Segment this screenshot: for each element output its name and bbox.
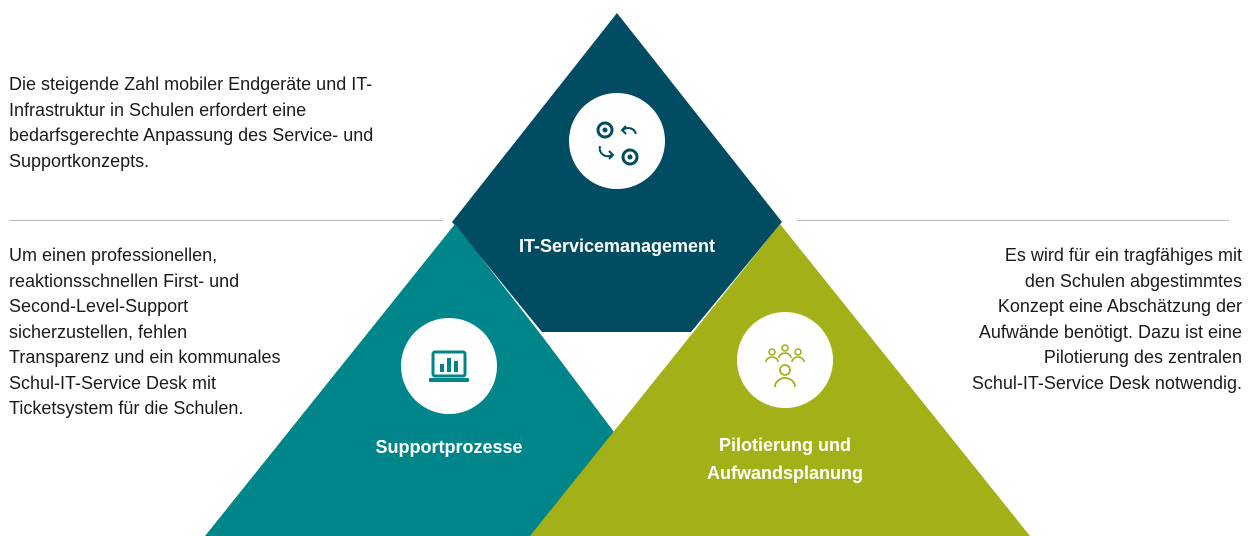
support-text-line: Transparenz und ein kommunales xyxy=(9,347,281,367)
divider-left xyxy=(9,220,443,221)
pilot-text-line: Konzept eine Abschätzung der xyxy=(997,296,1242,316)
people-group-icon xyxy=(737,312,833,408)
laptop-chart-icon xyxy=(401,318,497,414)
intro-text: Die steigende Zahl mobiler Endgeräte und… xyxy=(9,72,373,174)
divider-right xyxy=(797,220,1229,221)
pilot-text-line: Schul-IT-Service Desk notwendig. xyxy=(971,372,1242,393)
support-text-line: Um einen professionellen, xyxy=(9,245,218,265)
pilot-text-line: Es wird für ein tragfähiges mit xyxy=(1004,245,1242,265)
pilot-text-line: Pilotierung des zentralen xyxy=(1043,347,1242,367)
support-text-line: sicherzustellen, fehlen xyxy=(9,321,188,342)
support-text-line: Ticketsystem für die Schulen. xyxy=(9,398,244,418)
support-text-line: Second-Level-Support xyxy=(9,296,189,316)
intro-text-line: Infrastruktur in Schulen erfordert eine xyxy=(9,99,307,120)
support-text: Um einen professionellen, reaktionsschne… xyxy=(9,243,280,422)
intro-text-line: Supportkonzepts. xyxy=(9,150,150,171)
label-it-servicemanagement: IT-Servicemanagement xyxy=(519,236,715,256)
pilot-text-line: den Schulen abgestimmtes xyxy=(1024,270,1242,291)
intro-text-line: Die steigende Zahl mobiler Endgeräte und… xyxy=(9,74,373,94)
pilot-text-line: Aufwände benötigt. Dazu ist eine xyxy=(978,321,1242,342)
support-text-line: Schul-IT-Service Desk mit xyxy=(9,372,217,393)
support-text-line: reaktionsschnellen First- und xyxy=(9,270,240,291)
label-pilotierung-line1: Pilotierung und xyxy=(719,435,851,455)
intro-text-line: bedarfsgerechte Anpassung des Service- u… xyxy=(9,125,374,145)
pilot-text: Es wird für ein tragfähiges mit den Schu… xyxy=(972,243,1242,396)
label-pilotierung-line2: Aufwandsplanung xyxy=(707,463,863,483)
exchange-arrows-icon xyxy=(569,93,665,189)
label-supportprozesse: Supportprozesse xyxy=(375,437,522,457)
